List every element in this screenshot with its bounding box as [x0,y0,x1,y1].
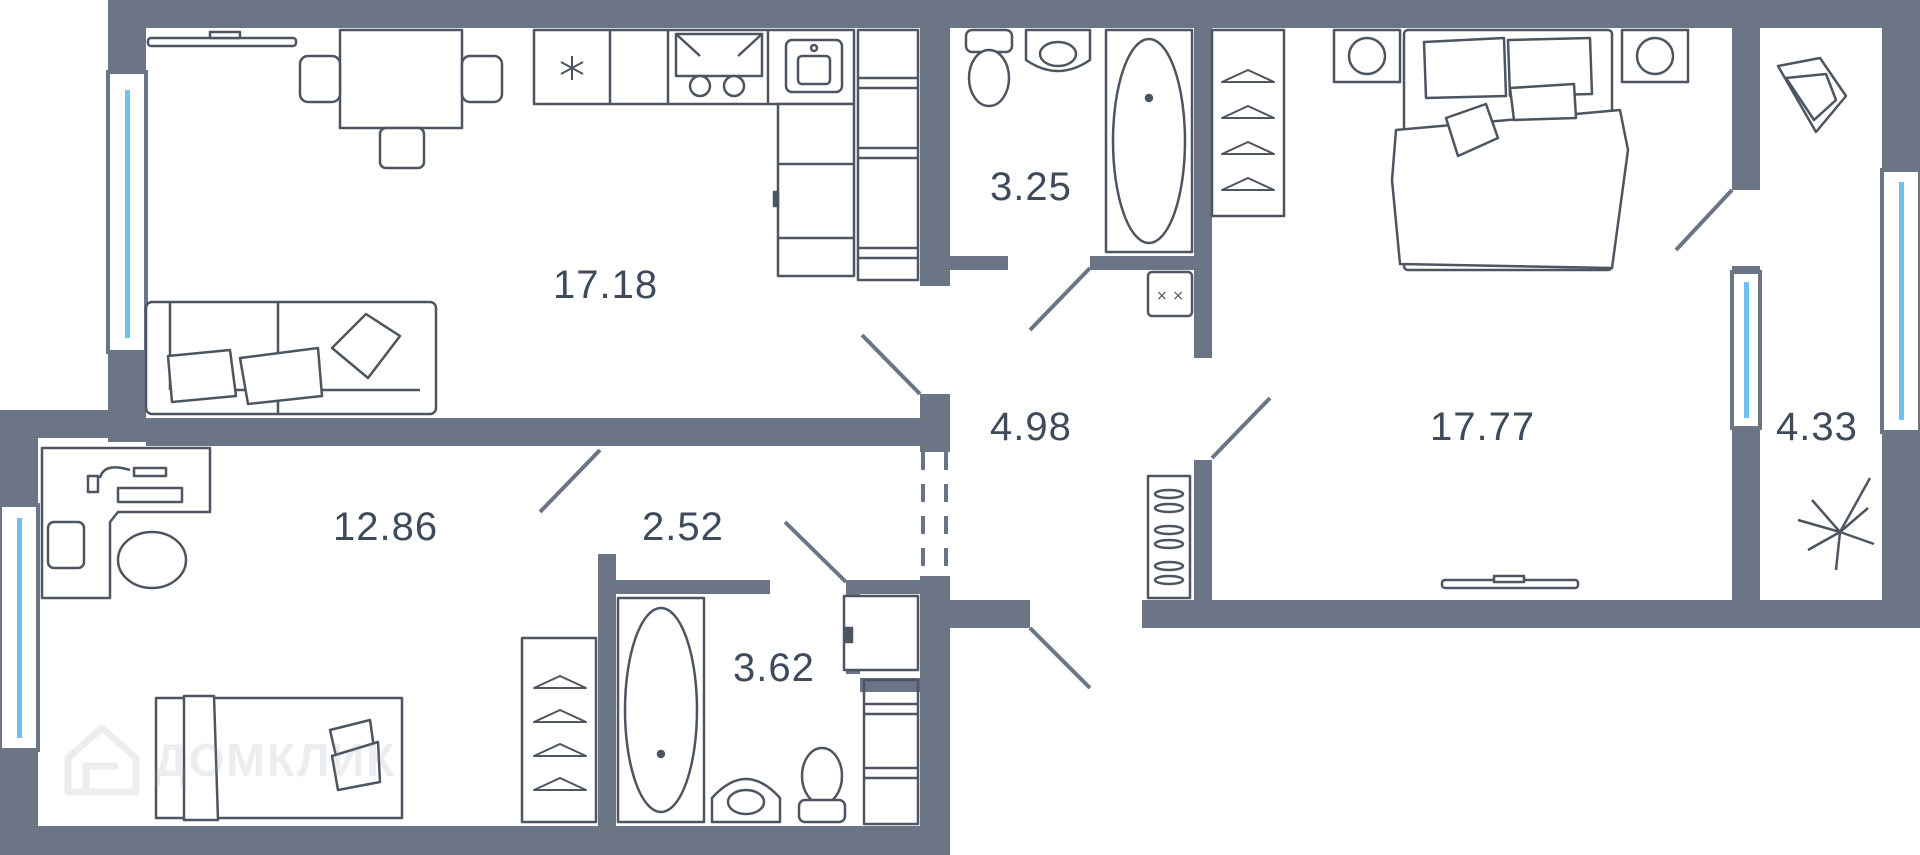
watermark: ДОМКЛИК [62,722,396,798]
door-bedroom-main [1210,396,1272,460]
window-balcony [1880,168,1920,434]
bathtub-bottom-icon [616,596,706,824]
tv-bedroom-icon [1440,574,1580,590]
sofa-icon [144,300,438,416]
toilet-icon [964,28,1014,108]
room-area-corridor: 2.52 [642,505,724,549]
house-logo-icon [64,724,140,796]
room-area-hallway: 4.98 [990,405,1072,449]
room-area-bedroom-main: 17.77 [1430,405,1536,449]
door-entrance [1028,626,1092,690]
wardrobe-icon [1210,28,1286,218]
bathtub-icon [1104,28,1194,254]
shelving-rack-bottom [862,678,920,826]
room-area-balcony: 4.33 [1776,405,1858,449]
door-balcony [1674,188,1734,252]
room-area-bathroom-top: 3.25 [990,165,1072,209]
plant-icon [1797,477,1875,571]
dining-table-icon [298,28,504,170]
room-area-bedroom-small: 12.86 [333,505,439,549]
kitchen-sink-icon [784,38,844,94]
bathroom-sink-bottom-icon [710,777,782,824]
nightstand-left-icon [1332,28,1402,84]
window-living [106,70,148,354]
door-bathroom-top [1028,266,1092,332]
toilet-bottom-icon [797,746,847,824]
double-bed-icon [1390,28,1630,272]
door-living [860,333,922,396]
fridge-snowflake-icon [560,56,584,80]
shoe-rack-icon [1146,474,1192,600]
stove-icon [674,32,764,98]
window-bedroom-small [0,503,40,752]
balcony-chair-icon [1776,56,1848,134]
room-area-living-kitchen: 17.18 [553,263,659,307]
door-bedroom-small [538,448,602,514]
door-bathroom-bottom [783,520,848,584]
washing-machine-icon [842,594,920,672]
room-area-bathroom-bottom: 3.62 [733,646,815,690]
single-bed-icon [154,694,404,822]
shower-drain-icon: × × [1146,270,1194,318]
svg-text:× ×: × × [1156,288,1184,304]
nightstand-right-icon [1620,28,1690,84]
window-balcony-door [1730,270,1762,430]
windows [0,70,1920,752]
doors [538,188,1734,690]
watermark-text: ДОМКЛИК [154,734,397,786]
tv-icon [146,30,298,48]
wardrobe-small-icon [520,636,598,824]
furniture: × × [40,28,1875,826]
bathroom-sink-icon [1024,28,1092,73]
shelving-rack [856,28,920,282]
desk-icon [40,446,212,600]
